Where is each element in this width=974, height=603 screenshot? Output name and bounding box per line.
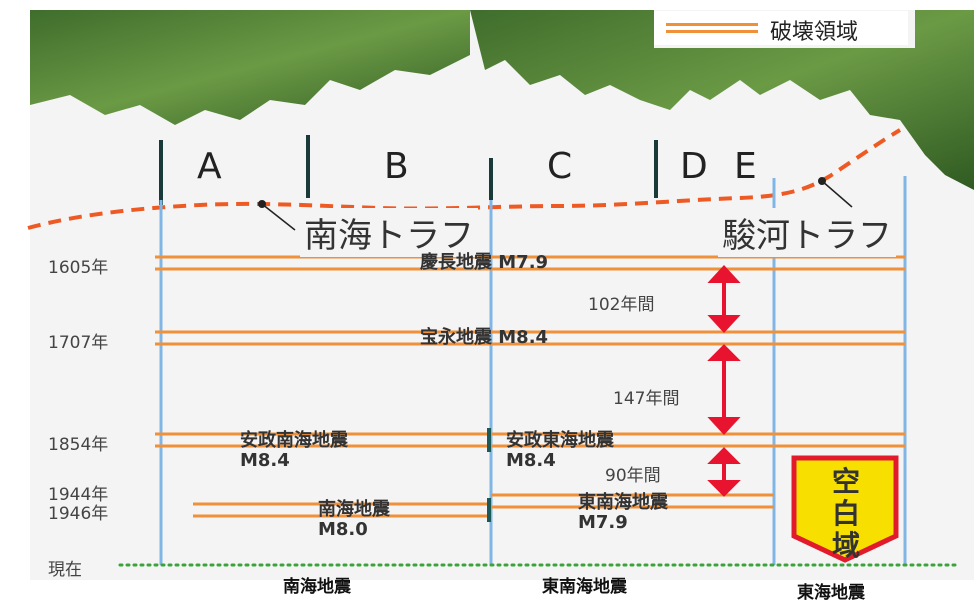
suruga-trough-label: 駿河トラフ (718, 208, 896, 257)
year-1944: 1944年 (48, 485, 109, 505)
land-east (470, 10, 974, 190)
year-1854: 1854年 (48, 435, 109, 455)
legend-label: 破壊領域 (770, 20, 859, 45)
hoei-earthquake: 宝永地震 M8.4 (420, 327, 549, 348)
tonankai-magnitude: M7.9 (578, 512, 628, 533)
interval-147-label: 147年間 (613, 389, 680, 409)
present-label: 現在 (48, 560, 82, 580)
bottom-label-tonankai: 東南海地震 (542, 577, 627, 597)
nankai-1946-magnitude: M8.0 (318, 519, 368, 540)
ansei-nankai-magnitude: M8.4 (240, 450, 290, 471)
ansei-tokai-name: 安政東海地震 (506, 430, 614, 451)
interval-arrow-90 (707, 447, 741, 497)
ansei-tokai-magnitude: M8.4 (506, 450, 556, 471)
legend-swatch (666, 22, 758, 34)
bottom-label-nankai: 南海地震 (283, 577, 351, 597)
year-1707: 1707年 (48, 333, 109, 353)
rupture-1854 (155, 432, 905, 448)
ansei-nankai-name: 安政南海地震 (240, 430, 348, 451)
nankai-1946-name: 南海地震 (318, 499, 390, 520)
interval-90-label: 90年間 (605, 466, 661, 486)
bottom-label-tokai: 東海地震 (797, 583, 865, 603)
keicho-earthquake: 慶長地震 M7.9 (420, 252, 549, 273)
zone-label-a: A (197, 146, 222, 187)
seismic-gap-label: 空白域 (831, 465, 860, 562)
interval-arrow-102 (707, 265, 741, 333)
nankai-pointer-dot (258, 200, 266, 208)
nankai-pointer (261, 203, 296, 231)
year-1605: 1605年 (48, 258, 109, 278)
zone-label-d: D (680, 146, 708, 187)
year-1946: 1946年 (48, 504, 109, 524)
rupture-1944 (491, 493, 774, 509)
seismic-gap-badge (791, 455, 899, 563)
suruga-pointer (821, 180, 853, 208)
rupture-1946 (193, 502, 491, 518)
land-west (30, 10, 470, 125)
interval-102-label: 102年間 (588, 295, 655, 315)
rupture-1605 (155, 255, 905, 271)
nankai-trough (27, 128, 902, 230)
tonankai-name: 東南海地震 (578, 492, 668, 513)
zone-label-e: E (734, 146, 757, 187)
nankai-trough-label: 南海トラフ (300, 208, 478, 257)
legend: 破壊領域 (654, 11, 908, 45)
zone-label-c: C (547, 146, 573, 187)
zone-label-b: B (384, 146, 409, 187)
suruga-pointer-dot (818, 177, 826, 185)
interval-arrow-147 (707, 344, 741, 435)
rupture-1707 (155, 330, 905, 346)
